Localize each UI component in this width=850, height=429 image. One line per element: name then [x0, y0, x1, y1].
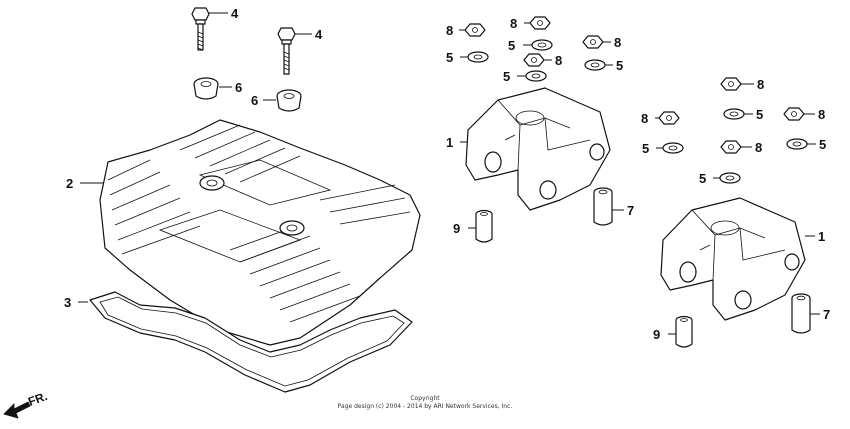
nut-r1[interactable] [720, 77, 742, 91]
callout-gasket: 3 [64, 295, 71, 310]
callout-dowel-right: 7 [823, 307, 830, 322]
callout-washer-l3: 5 [503, 69, 510, 84]
washer-r3[interactable] [786, 138, 808, 150]
nut-l3[interactable] [523, 53, 545, 67]
callout-pin-left: 9 [453, 221, 460, 236]
front-direction-arrow-icon [3, 401, 31, 419]
callout-dowel-left: 7 [627, 203, 634, 218]
callout-holder-right: 1 [818, 229, 825, 244]
dowel-pin-left-7[interactable] [593, 187, 613, 226]
nut-l1[interactable] [464, 23, 486, 37]
callout-washer-l2: 5 [508, 38, 515, 53]
callout-washer-r2: 5 [642, 141, 649, 156]
direction-label: FR. [26, 389, 49, 409]
washer-l3[interactable] [525, 70, 547, 82]
washer-l1[interactable] [467, 51, 489, 63]
callout-pin-right: 9 [653, 327, 660, 342]
copyright-line-2: Page design (c) 2004 - 2014 by ARI Netwo… [338, 403, 513, 410]
dowel-pin-left-9[interactable] [475, 209, 493, 243]
washer-l2[interactable] [531, 39, 553, 51]
callout-nut-r2: 8 [641, 111, 648, 126]
cylinder-head-cover[interactable] [99, 119, 421, 346]
callout-nut-l2: 8 [510, 16, 517, 31]
gasket[interactable] [89, 291, 413, 393]
bolt-b[interactable] [277, 27, 296, 75]
callout-bolt-b: 4 [315, 27, 323, 42]
dowel-pin-right-7[interactable] [791, 293, 811, 334]
callout-nut-l3: 8 [555, 53, 562, 68]
callout-nut-l4: 8 [614, 35, 621, 50]
callout-bolt-a: 4 [231, 6, 239, 21]
grommet-b[interactable] [276, 89, 302, 112]
washer-r2[interactable] [662, 142, 684, 154]
callout-nut-l1: 8 [446, 23, 453, 38]
callout-washer-l4: 5 [616, 58, 623, 73]
callout-nut-r3: 8 [818, 107, 825, 122]
callout-grommet-a: 6 [235, 80, 242, 95]
callout-washer-l1: 5 [446, 50, 453, 65]
washer-r4[interactable] [719, 172, 741, 184]
rocker-arm-holder-right[interactable] [660, 197, 806, 321]
nut-l2[interactable] [529, 16, 551, 30]
rocker-arm-holder-left[interactable] [465, 87, 611, 211]
nut-r3[interactable] [783, 107, 805, 121]
grommet-a[interactable] [193, 77, 219, 100]
callout-nut-r1: 8 [757, 77, 764, 92]
dowel-pin-right-9[interactable] [675, 315, 693, 348]
washer-l4[interactable] [584, 59, 606, 71]
callout-washer-r1: 5 [756, 107, 763, 122]
nut-r4[interactable] [720, 140, 742, 154]
callout-grommet-b: 6 [251, 93, 258, 108]
copyright-line-1: Copyright [410, 395, 440, 402]
callout-washer-r3: 5 [819, 137, 826, 152]
nut-r2[interactable] [658, 111, 680, 125]
callout-nut-r4: 8 [755, 140, 762, 155]
callout-holder-left: 1 [446, 135, 453, 150]
nut-l4[interactable] [582, 35, 604, 49]
washer-r1[interactable] [723, 108, 745, 120]
callout-cover: 2 [66, 176, 73, 191]
bolt-a[interactable] [191, 7, 210, 51]
callout-washer-r4: 5 [699, 171, 706, 186]
